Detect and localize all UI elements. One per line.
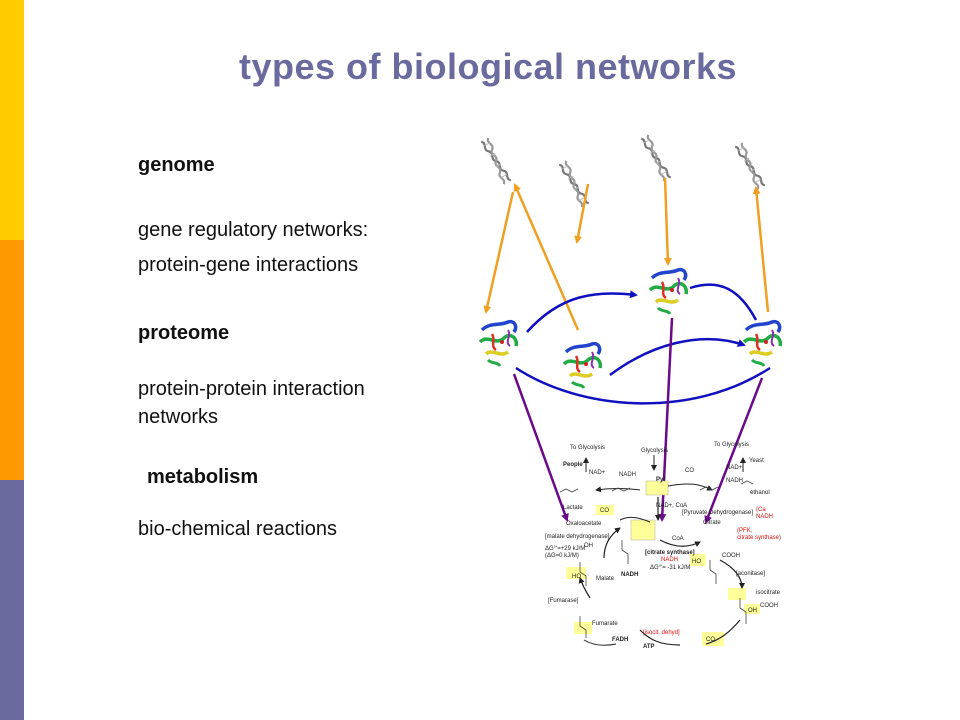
svg-text:ΔG°'= -31 kJ/M: ΔG°'= -31 kJ/M xyxy=(650,565,690,571)
page-title: types of biological networks xyxy=(238,46,738,87)
genome-line-2: protein-gene interactions xyxy=(138,254,359,276)
gene-regulation-arrow xyxy=(752,186,770,313)
svg-text:[Pyruvate Dehydrogenase]: [Pyruvate Dehydrogenase] xyxy=(682,510,753,516)
svg-text:ethanol: ethanol xyxy=(750,490,770,496)
svg-text:[isocit. dehyd]: [isocit. dehyd] xyxy=(643,630,680,636)
metabolic-pathway-map: To Glycolysis Glycolysis To Glycolysis Y… xyxy=(545,442,781,650)
svg-text:HO: HO xyxy=(692,559,701,565)
svg-text:Lactate: Lactate xyxy=(563,505,583,511)
protein-interaction-arrow xyxy=(689,283,758,321)
svg-text:ATP: ATP xyxy=(643,644,655,650)
protein-interaction-arrow xyxy=(609,337,746,377)
svg-text:(Ca: (Ca xyxy=(756,507,766,513)
svg-text:COOH: COOH xyxy=(722,553,740,559)
dna-helix-icon xyxy=(480,136,512,186)
gene-regulation-arrow xyxy=(483,191,515,314)
svg-text:NAD+: NAD+ xyxy=(589,470,606,476)
svg-text:NADH: NADH xyxy=(661,557,678,563)
svg-text:To Glycolysis: To Glycolysis xyxy=(714,442,749,448)
svg-text:HO: HO xyxy=(572,574,581,580)
gene-regulation-arrow xyxy=(574,183,590,244)
svg-text:NAD+, CoA: NAD+, CoA xyxy=(656,503,687,509)
svg-text:Yeast: Yeast xyxy=(749,458,764,464)
protein-structure-icon xyxy=(562,341,603,390)
svg-text:CO: CO xyxy=(600,508,609,514)
dna-helix-icon xyxy=(734,141,766,191)
svg-text:CoA: CoA xyxy=(672,536,684,542)
proteome-heading: proteome xyxy=(138,322,230,344)
svg-text:NAD+: NAD+ xyxy=(726,465,743,471)
svg-text:ΔG°'=+29 kJ/M: ΔG°'=+29 kJ/M xyxy=(545,546,585,552)
gene-regulation-arrow xyxy=(663,177,672,266)
gene-regulation-arrow xyxy=(513,183,580,331)
sidebar-band-yellow xyxy=(0,0,24,240)
dna-helix-icon xyxy=(640,133,672,183)
svg-text:(PFK,: (PFK, xyxy=(737,528,753,534)
svg-text:Oxaloacetate: Oxaloacetate xyxy=(566,521,602,527)
proteome-line-2: networks xyxy=(138,406,219,428)
sidebar-band-orange xyxy=(0,240,24,480)
protein-interaction-arrow xyxy=(526,290,638,333)
metabolic-link-arrow xyxy=(704,377,764,524)
svg-text:People: People xyxy=(563,462,583,468)
svg-text:OH: OH xyxy=(748,608,757,614)
genome-line-1: gene regulatory networks: xyxy=(138,219,369,241)
svg-text:CO: CO xyxy=(706,637,715,643)
svg-text:FADH: FADH xyxy=(612,637,628,643)
svg-text:NADH: NADH xyxy=(726,478,743,484)
svg-text:[malate dehydrogenase]: [malate dehydrogenase] xyxy=(545,534,610,540)
metabolic-link-arrow xyxy=(512,373,569,522)
svg-text:OH: OH xyxy=(584,543,593,549)
svg-text:[Fumarase]: [Fumarase] xyxy=(548,598,579,604)
protein-structure-icon xyxy=(478,319,519,368)
protein-structure-icon xyxy=(742,319,783,368)
genome-heading: genome xyxy=(138,154,215,176)
sidebar-band-purple xyxy=(0,480,24,720)
svg-text:[citrate synthase]: [citrate synthase] xyxy=(645,550,695,556)
svg-text:Malate: Malate xyxy=(596,576,615,582)
svg-text:To Glycolysis: To Glycolysis xyxy=(570,445,605,451)
svg-text:COOH: COOH xyxy=(760,603,778,609)
proteome-line-1: protein-protein interaction xyxy=(138,378,365,400)
svg-text:[aconitase]: [aconitase] xyxy=(736,571,765,577)
metabolism-heading: metabolism xyxy=(147,466,259,488)
svg-text:NADH: NADH xyxy=(621,572,638,578)
svg-text:Citrate: Citrate xyxy=(703,520,721,526)
svg-text:Glycolysis: Glycolysis xyxy=(641,448,668,454)
svg-text:Pyr: Pyr xyxy=(656,477,666,483)
metabolism-line-1: bio-chemical reactions xyxy=(138,518,337,540)
protein-interaction-arrow xyxy=(515,366,771,405)
svg-text:citrate synthase): citrate synthase) xyxy=(737,535,781,541)
svg-text:(ΔG=0 kJ/M): (ΔG=0 kJ/M) xyxy=(545,553,579,559)
protein-structure-icon xyxy=(648,267,689,316)
svg-text:Fumarate: Fumarate xyxy=(592,621,618,627)
svg-text:CO: CO xyxy=(685,468,694,474)
svg-text:NADH: NADH xyxy=(619,472,636,478)
svg-text:isocitrate: isocitrate xyxy=(756,590,781,596)
svg-text:NADH: NADH xyxy=(756,514,773,520)
